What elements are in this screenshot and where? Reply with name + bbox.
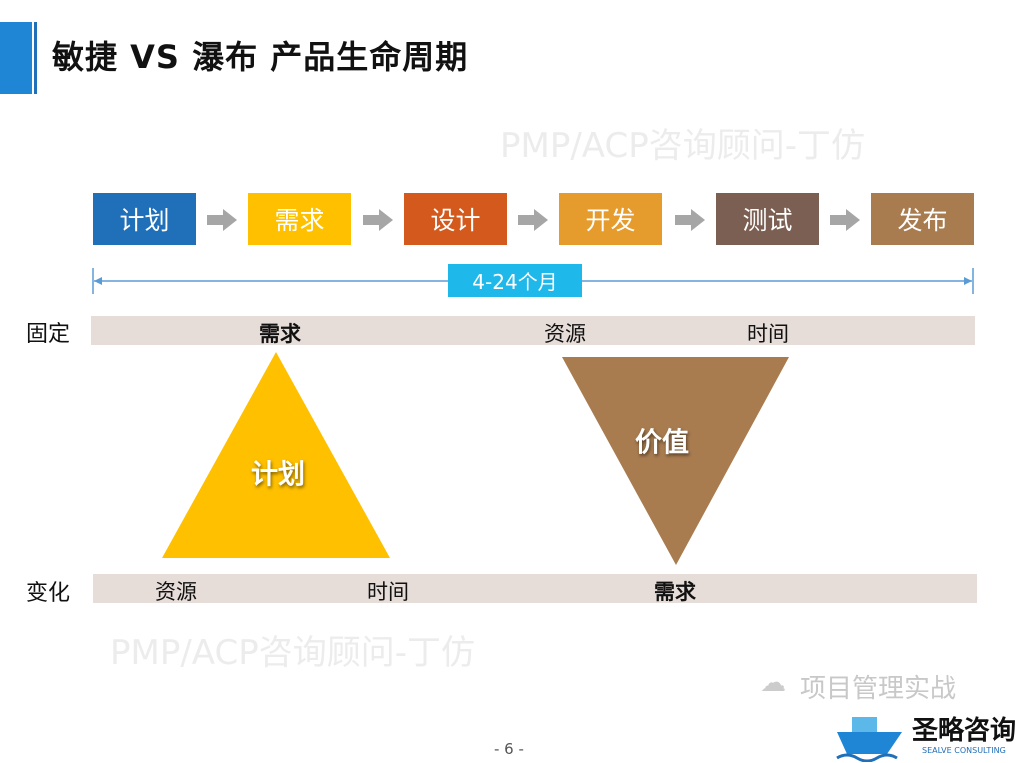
- variable-resources: 资源: [155, 580, 197, 604]
- variable-time: 时间: [367, 580, 409, 604]
- variable-label: 变化: [26, 581, 71, 606]
- value-triangle: [562, 357, 789, 565]
- step-test: 测试: [716, 193, 819, 245]
- duration-label: 4-24个月: [448, 264, 582, 297]
- fixed-bar: [91, 316, 975, 345]
- step-develop: 开发: [559, 193, 662, 245]
- fixed-label: 固定: [26, 322, 71, 347]
- plan-triangle: [162, 352, 390, 558]
- fixed-requirements: 需求: [259, 322, 301, 346]
- logo-name: 圣略咨询: [912, 716, 1017, 746]
- wechat-account-name: 项目管理实战: [800, 674, 957, 704]
- variable-bar: [93, 574, 977, 603]
- step-requirements: 需求: [248, 193, 351, 245]
- step-release: 发布: [871, 193, 974, 245]
- triangles: [162, 352, 789, 565]
- logo-english: SEALVE CONSULTING: [922, 746, 1006, 755]
- watermark: PMP/ACP咨询顾问-丁仿: [110, 633, 475, 673]
- page-title: 敏捷 VS 瀑布 产品生命周期: [52, 38, 469, 76]
- variable-requirements: 需求: [654, 580, 696, 604]
- fixed-time: 时间: [747, 322, 789, 346]
- fixed-resources: 资源: [544, 322, 586, 346]
- step-design: 设计: [404, 193, 507, 245]
- value-triangle-label: 价值: [635, 427, 689, 459]
- title-accent-line: [34, 22, 37, 94]
- title-accent-block: [0, 22, 32, 94]
- page-number: - 6 -: [494, 740, 524, 758]
- plan-triangle-label: 计划: [251, 459, 305, 491]
- step-plan: 计划: [93, 193, 196, 245]
- watermark: PMP/ACP咨询顾问-丁仿: [500, 126, 865, 166]
- ship-logo-icon: [836, 717, 902, 762]
- wechat-icon: ☁: [760, 668, 786, 698]
